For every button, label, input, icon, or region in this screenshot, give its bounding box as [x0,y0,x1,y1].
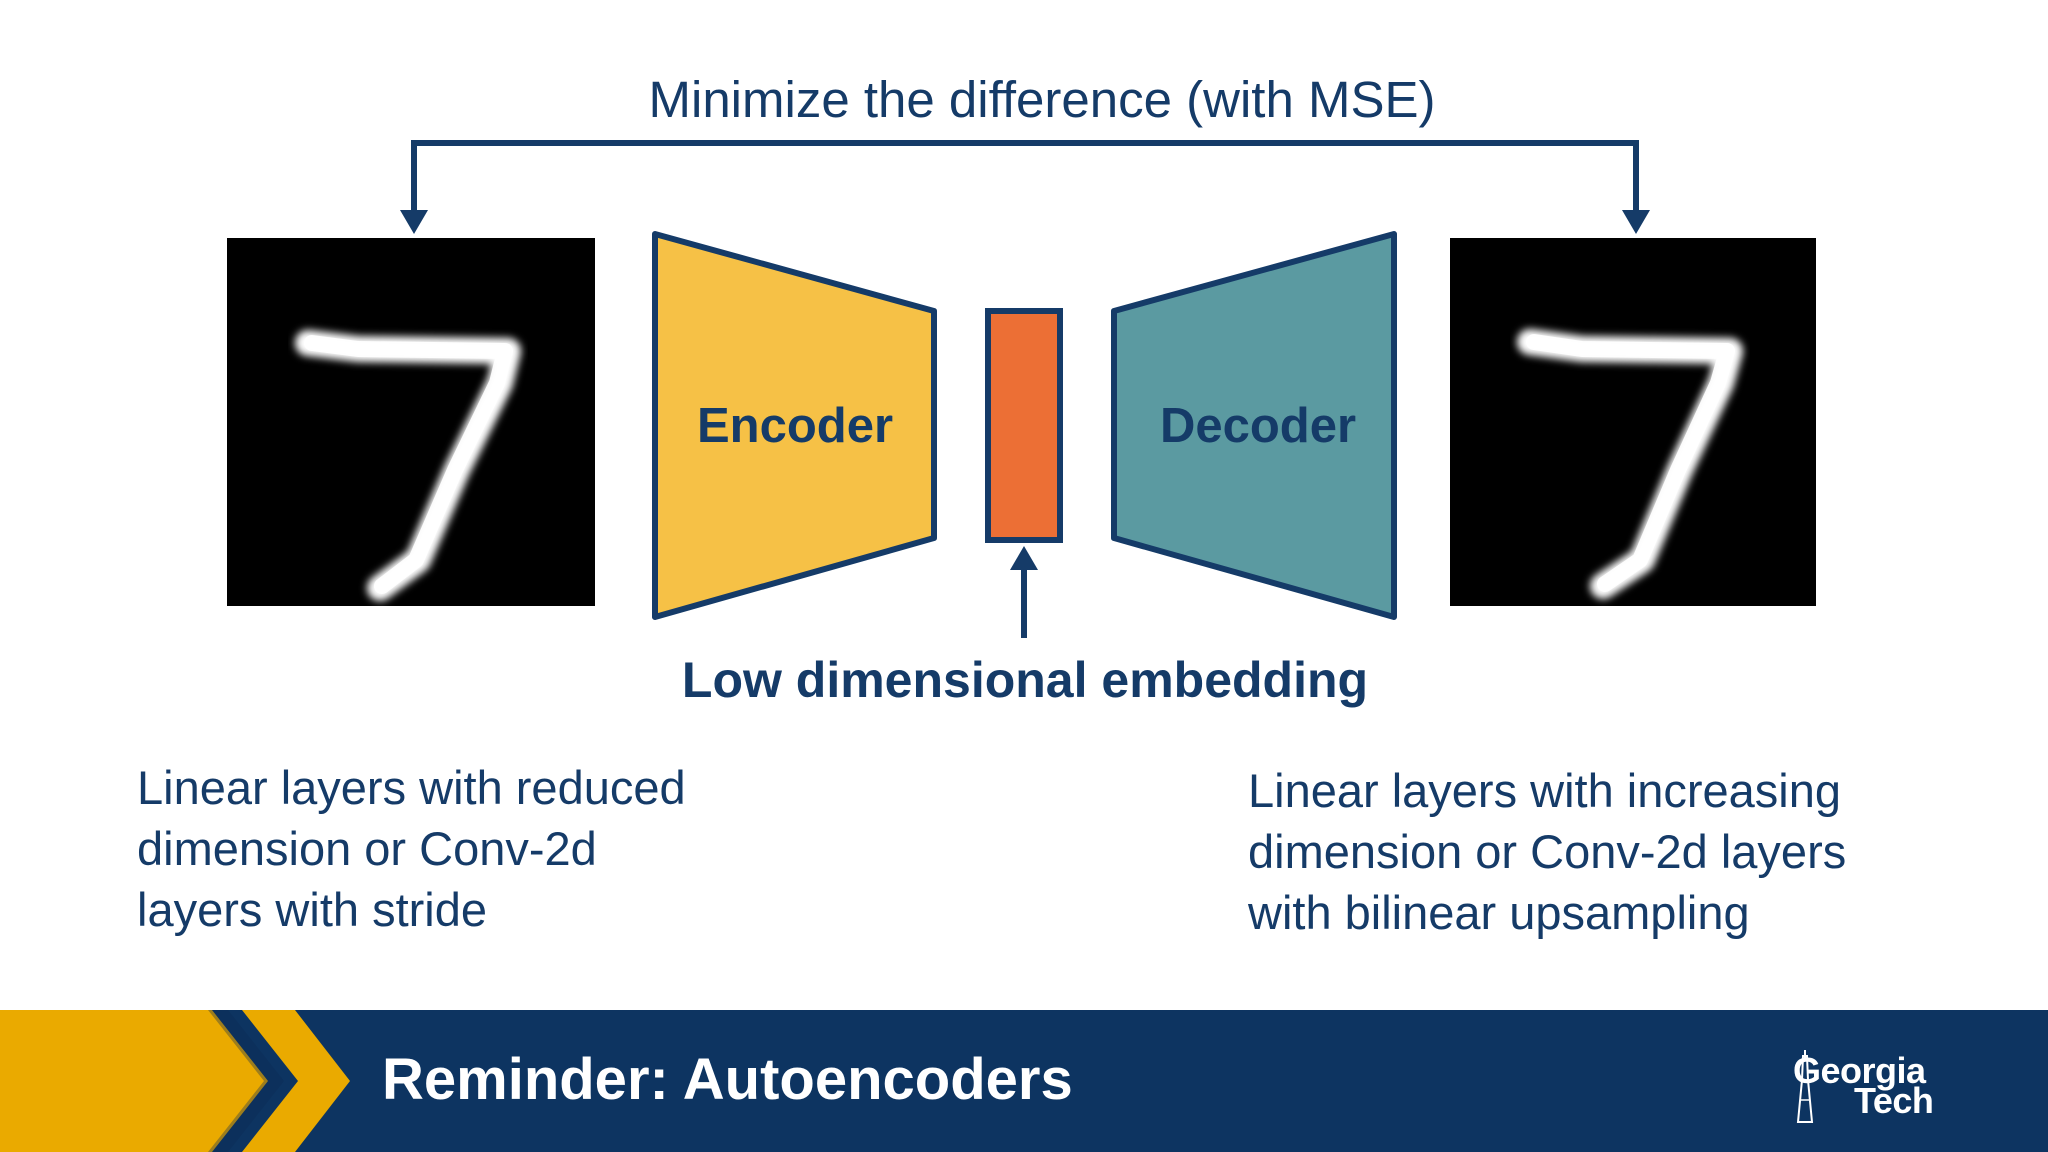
decoder-description: Linear layers with increasing dimension … [1248,760,1846,943]
decoder-description-line: dimension or Conv-2d layers [1248,825,1847,878]
decoder-label: Decoder [1159,399,1357,453]
footer-banner: Reminder: Autoencoders Georgia Tech [0,1010,2048,1152]
slide-title: Reminder: Autoencoders [382,1047,1073,1112]
encoder-description-line: layers with stride [137,883,487,936]
mse-connector [411,140,1639,213]
embedding-arrowhead [1010,546,1038,570]
decoder-description-line: with bilinear upsampling [1248,886,1750,939]
output-image [1450,238,1816,606]
footer-graphics [0,1010,350,1152]
encoder-block [652,231,937,620]
logo-text-line1: Georgia [1793,1050,1926,1091]
logo-text-line2: Tech [1854,1080,1934,1121]
autoencoder-diagram [227,140,1816,638]
tech-tower-icon [1796,1050,1814,1123]
encoder-description-line: Linear layers with reduced [137,761,686,814]
embedding-label: Low dimensional embedding [681,652,1369,708]
encoder-description: Linear layers with reduced dimension or … [137,757,686,940]
arrowhead-right [1622,210,1650,234]
arrowhead-left [400,210,428,234]
encoder-description-line: dimension or Conv-2d [137,822,597,875]
mse-label: Minimize the difference (with MSE) [648,71,1436,128]
decoder-block [1111,231,1397,620]
georgia-tech-logo: Georgia Tech [1790,1050,1990,1130]
decoder-description-line: Linear layers with increasing [1248,764,1842,817]
chevron-right-icon [212,1010,298,1152]
encoder-label: Encoder [696,399,894,453]
chevron-right-icon [208,1010,284,1152]
input-image [227,238,595,606]
embedding-block [985,308,1063,543]
